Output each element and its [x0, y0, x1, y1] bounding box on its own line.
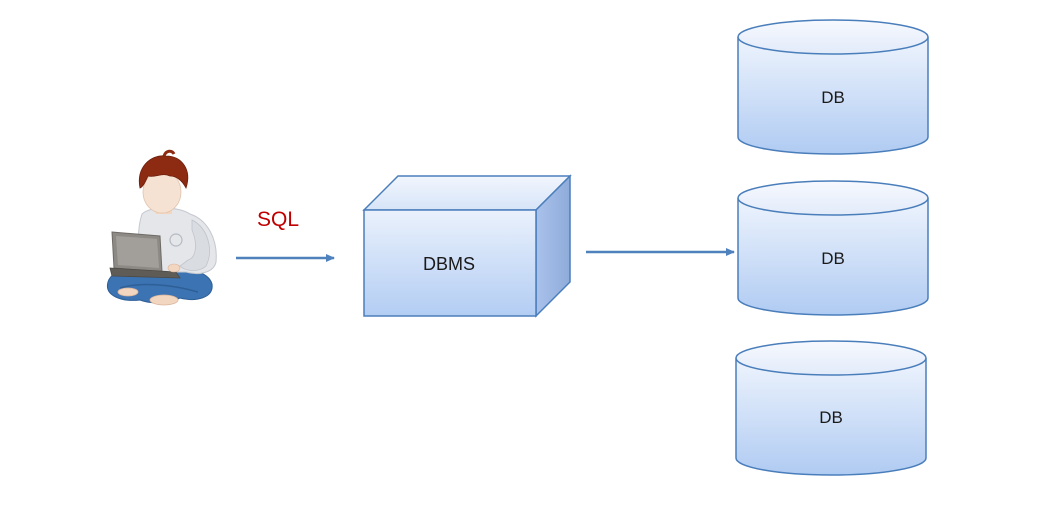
database-cylinder: DB: [737, 180, 929, 316]
dbms-box: DBMS: [362, 174, 572, 318]
db-label: DB: [821, 249, 845, 268]
db-label: DB: [819, 408, 843, 427]
database-cylinder: DB: [735, 340, 927, 476]
sql-label: SQL: [257, 208, 299, 231]
person-with-laptop-icon: [106, 149, 217, 306]
database-cylinder: DB: [737, 19, 929, 155]
db-label: DB: [821, 88, 845, 107]
dbms-label: DBMS: [423, 254, 475, 274]
